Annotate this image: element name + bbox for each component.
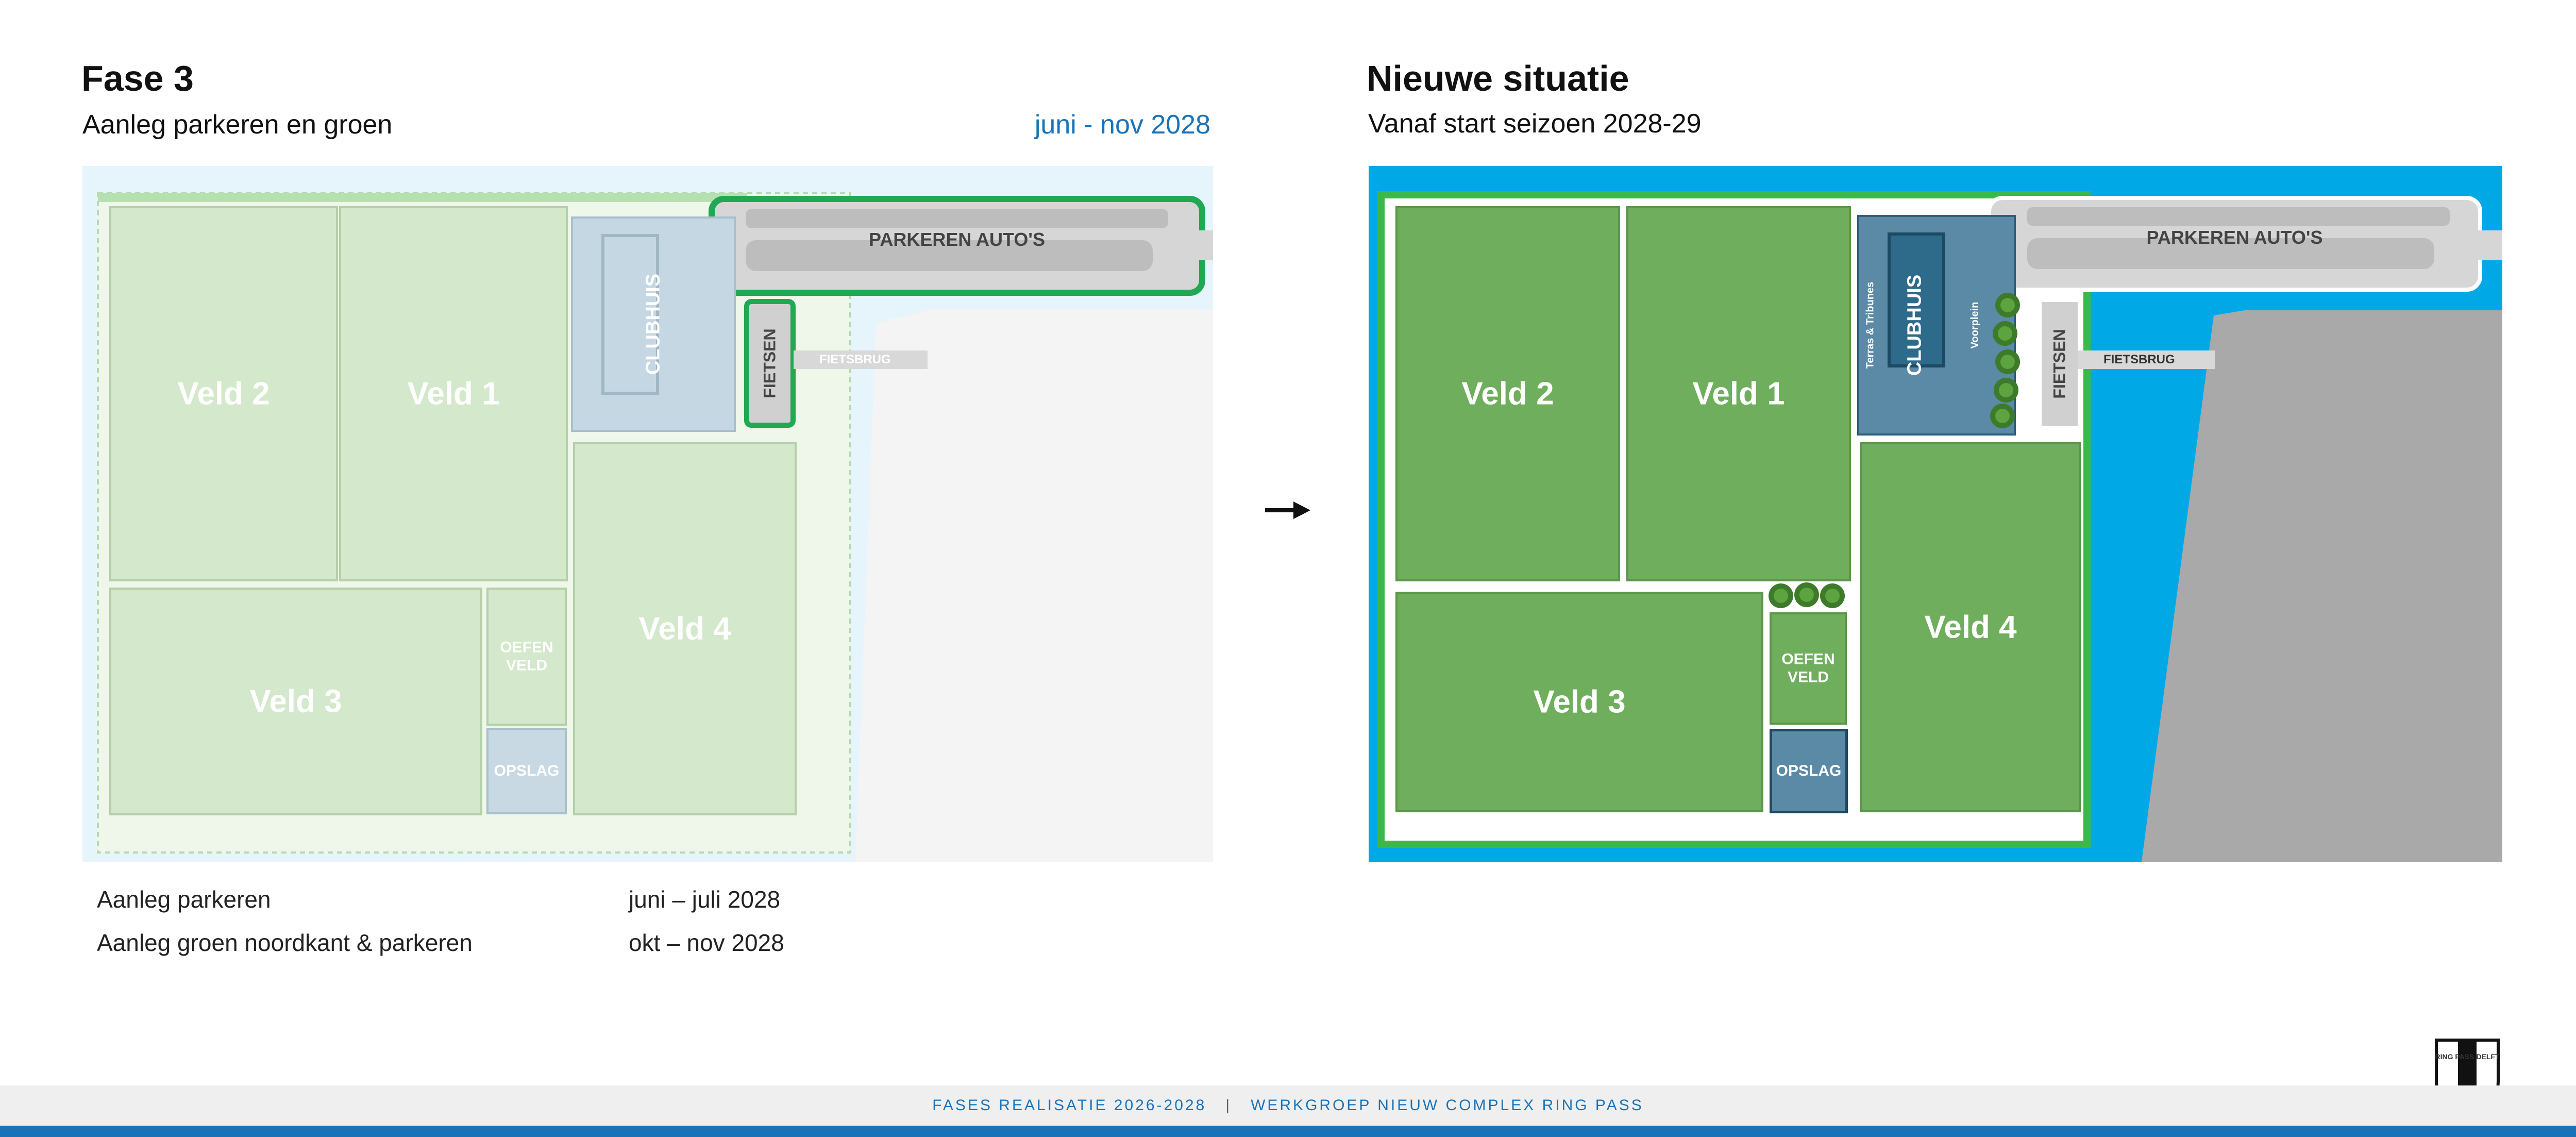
left-bike-parking: FIETSEN: [744, 299, 796, 428]
right-field-4-label: Veld 4: [1924, 609, 2017, 645]
right-parking-area: PARKEREN AUTO'S: [1987, 196, 2482, 292]
right-field-2: Veld 2: [1395, 206, 1620, 581]
left-field-3-label: Veld 3: [249, 683, 342, 720]
logo-text: RING PASS DELFT: [2435, 1052, 2500, 1061]
footer-stripe: [0, 1126, 2576, 1137]
left-field-4-label: Veld 4: [638, 611, 731, 647]
left-bikes-label: FIETSEN: [760, 328, 779, 398]
left-practice-field: OEFEN VELD: [486, 588, 567, 726]
right-parking-label: PARKEREN AUTO'S: [2146, 227, 2323, 248]
right-field-3: Veld 3: [1395, 592, 1763, 812]
right-field-1: Veld 1: [1626, 206, 1851, 581]
right-practice-label: OEFEN VELD: [1781, 650, 1835, 686]
left-bike-bridge: FIETSBRUG: [794, 350, 928, 369]
left-field-1: Veld 1: [339, 206, 568, 581]
right-field-4: Veld 4: [1860, 442, 2081, 812]
schedule-period-1: juni – juli 2028: [629, 886, 781, 913]
right-site-map: PARKEREN AUTO'S CLUBHUIS Terras & Tribun…: [1369, 166, 2502, 862]
footer-text: FASES REALISATIE 2026-2028 | WERKGROEP N…: [932, 1097, 1644, 1114]
left-date-range: juni - nov 2028: [1034, 110, 1210, 140]
right-subtitle: Vanaf start seizoen 2028-29: [1368, 109, 1702, 139]
right-clubhouse: CLUBHUIS Terras & Tribunes Voorplein: [1857, 215, 2016, 436]
left-parking-area: PARKEREN AUTO'S: [709, 196, 1205, 296]
tree-cluster-icon: [1769, 582, 1845, 608]
left-clubhouse-label: CLUBHUIS: [642, 273, 664, 375]
tree-row-icon: [1990, 293, 2020, 428]
left-field-4: Veld 4: [573, 442, 797, 815]
left-practice-label: OEFEN VELD: [500, 639, 553, 674]
right-terrace-label: Terras & Tribunes: [1864, 281, 1876, 369]
schedule-period-2: okt – nov 2028: [629, 929, 784, 956]
right-bike-bridge: FIETSBRUG: [2078, 350, 2215, 369]
left-field-3: Veld 3: [109, 588, 482, 815]
left-storage: OPSLAG: [486, 728, 567, 814]
right-arrow-icon: [1265, 501, 1310, 519]
right-title: Nieuwe situatie: [1367, 58, 1629, 98]
right-forecourt-label: Voorplein: [1969, 302, 1981, 349]
left-clubhouse: CLUBHUIS: [571, 216, 736, 432]
left-field-2: Veld 2: [109, 206, 338, 581]
right-field-3-label: Veld 3: [1533, 684, 1626, 720]
footer-bar: FASES REALISATIE 2026-2028 | WERKGROEP N…: [0, 1085, 2576, 1126]
right-field-1-label: Veld 1: [1692, 376, 1785, 412]
right-practice-field: OEFEN VELD: [1770, 612, 1847, 725]
left-field-1-label: Veld 1: [407, 376, 500, 412]
right-storage: OPSLAG: [1770, 729, 1848, 813]
right-clubhouse-label: CLUBHUIS: [1904, 274, 1926, 376]
left-field-2-label: Veld 2: [177, 376, 270, 412]
left-parking-exit: [1193, 230, 1213, 260]
right-storage-label: OPSLAG: [1776, 762, 1842, 779]
schedule-task-2: Aanleg groen noordkant & parkeren: [97, 929, 473, 956]
left-parking-label: PARKEREN AUTO'S: [869, 229, 1045, 250]
schedule-task-1: Aanleg parkeren: [97, 886, 271, 913]
right-bikes-label: FIETSEN: [2050, 329, 2069, 399]
left-subtitle: Aanleg parkeren en groen: [82, 110, 393, 140]
left-site-map: PARKEREN AUTO'S CLUBHUIS FIETSEN FIETSBR…: [82, 166, 1213, 862]
right-field-2-label: Veld 2: [1461, 376, 1554, 412]
right-bike-parking: FIETSEN: [2039, 299, 2081, 429]
right-bridge-label: FIETSBRUG: [2103, 353, 2175, 366]
left-storage-label: OPSLAG: [494, 762, 560, 779]
right-parking-exit: [2474, 230, 2502, 260]
left-bridge-label: FIETSBRUG: [819, 353, 891, 366]
left-title: Fase 3: [81, 58, 194, 98]
